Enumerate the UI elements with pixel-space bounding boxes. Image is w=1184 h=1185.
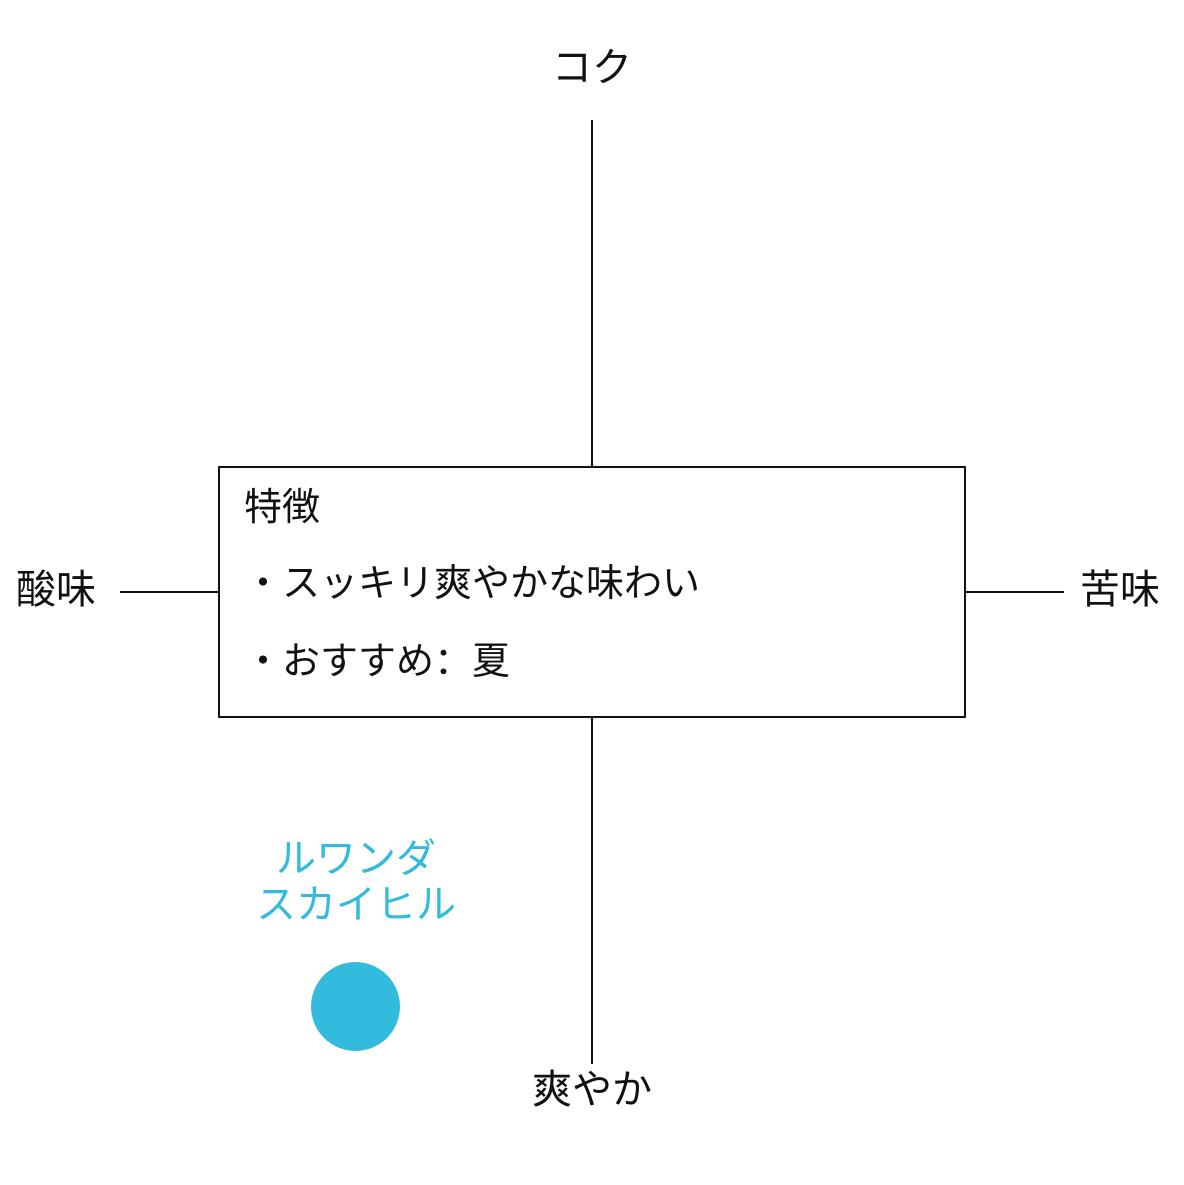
axis-label-right: 苦味 xyxy=(1080,567,1160,613)
vertical-axis-top-line xyxy=(591,120,593,466)
feature-line: ・おすすめ：夏 xyxy=(244,639,511,683)
feature-box: 特徴 ・スッキリ爽やかな味わい ・おすすめ：夏 xyxy=(218,466,966,718)
vertical-axis-bottom-line xyxy=(591,718,593,1064)
product-name-line: スカイヒル xyxy=(256,882,456,928)
axis-label-bottom: 爽やか xyxy=(532,1067,652,1113)
product-position-marker xyxy=(311,962,400,1051)
feature-line: ・スッキリ爽やかな味わい xyxy=(244,561,701,605)
product-name-line: ルワンダ xyxy=(276,836,436,882)
feature-box-title: 特徴 xyxy=(244,485,321,529)
horizontal-axis-right-line xyxy=(966,591,1064,593)
axis-label-left: 酸味 xyxy=(16,567,96,613)
product-name-label: ルワンダ スカイヒル xyxy=(232,836,480,928)
horizontal-axis-left-line xyxy=(120,591,218,593)
axis-label-top: コク xyxy=(552,45,632,91)
